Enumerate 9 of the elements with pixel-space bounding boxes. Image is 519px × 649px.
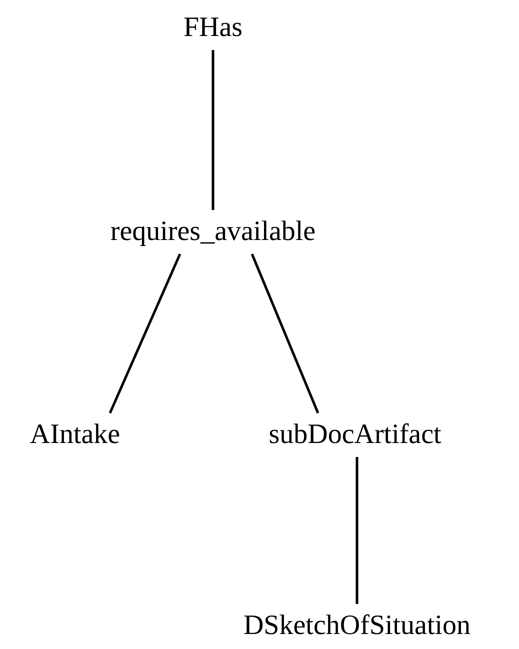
connector-line bbox=[108, 254, 182, 414]
node-label: AIntake bbox=[26, 413, 124, 457]
connector-line bbox=[212, 50, 214, 210]
node-label: DSketchOfSituation bbox=[239, 604, 475, 648]
node-label: requires_available bbox=[106, 210, 320, 254]
connector-line bbox=[356, 457, 358, 604]
node-label: subDocArtifact bbox=[264, 413, 446, 457]
node-label: FHas bbox=[179, 6, 247, 50]
connector-line bbox=[250, 254, 320, 414]
